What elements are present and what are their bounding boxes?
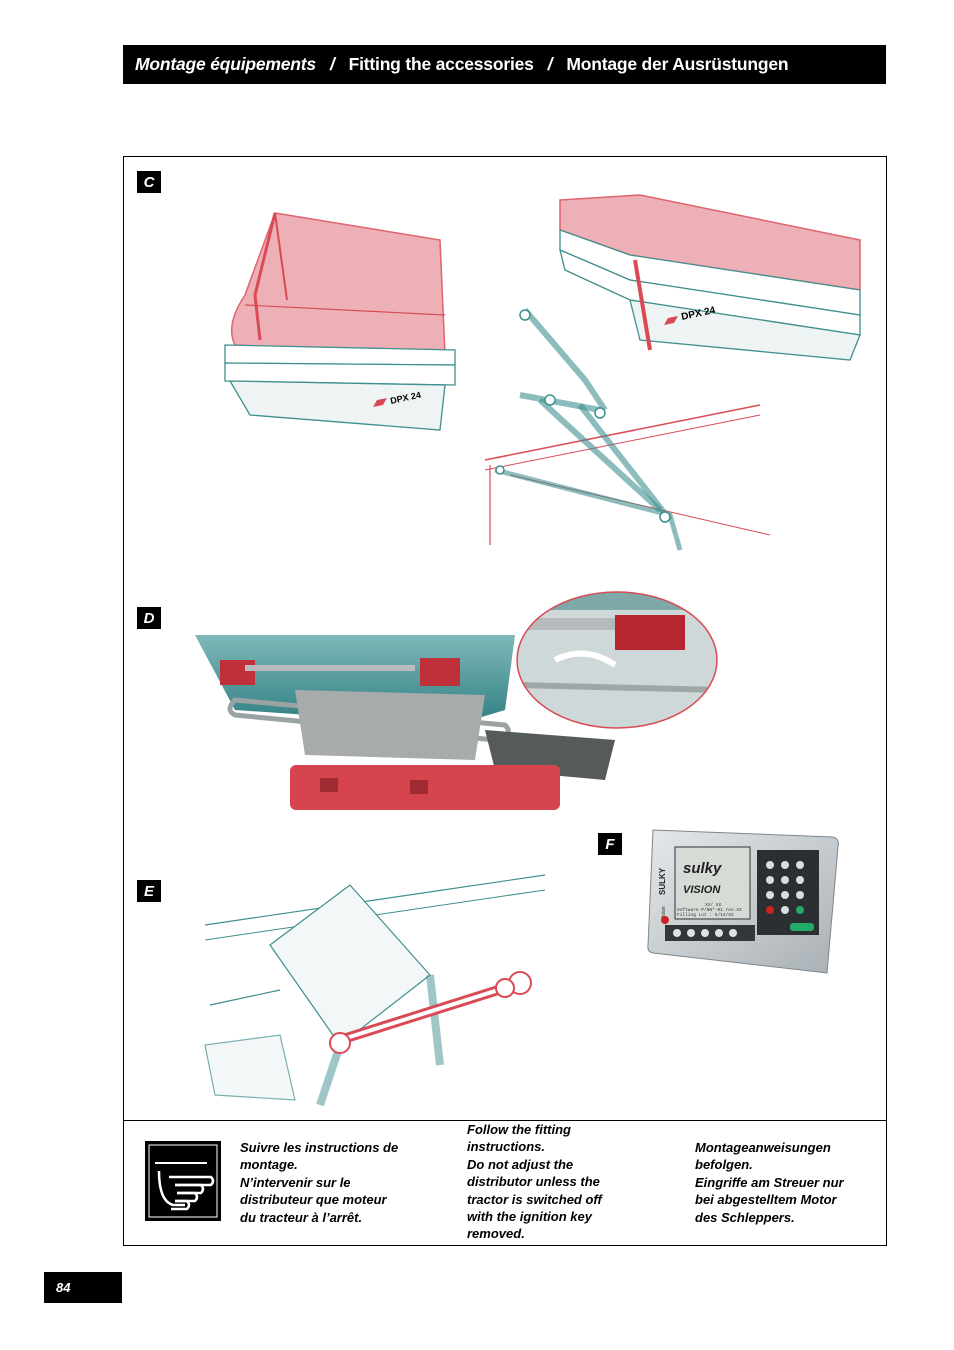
console-product: VISION [683, 884, 721, 896]
console-screen-line2: Software P/NN*-01 rev.XX [677, 907, 742, 913]
rear-light-detail-zoom [516, 591, 718, 729]
hopper-cover-illustration-right: DPX 24 [559, 194, 861, 361]
pointing-hand-warning-icon [145, 1141, 221, 1221]
note-en-line: Follow the fitting [467, 1122, 571, 1137]
console-screen-line3: Filling Lot : 5/14/XX [677, 912, 734, 918]
title-de: Montage der Ausrüstungen [566, 54, 789, 74]
note-fr: Suivre les instructions de montage. N’in… [240, 1139, 430, 1226]
note-fr-line: distributeur que moteur [240, 1192, 387, 1208]
vision-console-photo: sulky VISION XX/ XX Software P/NN*-01 re… [647, 829, 839, 974]
note-en-line: removed. [467, 1226, 525, 1242]
content-frame [123, 156, 887, 1246]
figure-label-c: C [137, 171, 161, 193]
title-fr: Montage équipements [135, 54, 316, 74]
note-de-line: bei abgestelltem Motor [695, 1192, 837, 1208]
figure-label-e: E [137, 880, 161, 902]
note-fr-line: du tracteur à l’arrêt. [240, 1209, 363, 1225]
note-fr-line: Suivre les instructions de [240, 1140, 399, 1155]
console-side-small: Vision [661, 906, 667, 920]
note-de-line: des Schleppers. [695, 1209, 795, 1225]
note-en: Follow the fitting instructions. Do not … [467, 1121, 657, 1243]
note-de: Montageanweisungen befolgen. Eingriffe a… [695, 1139, 885, 1226]
console-brand: sulky [683, 860, 722, 877]
note-de-line: befolgen. [695, 1157, 753, 1173]
console-side-text: SULKY [658, 867, 667, 895]
spreader-rear-lights-photo [195, 635, 615, 810]
note-en-line: tractor is switched off [467, 1191, 602, 1207]
page-number: 84 [44, 1272, 122, 1303]
note-en-line: with the ignition key [467, 1209, 592, 1225]
figure-label-f: F [598, 833, 622, 855]
title-en: Fitting the accessories [348, 54, 534, 74]
title-separator: / [329, 54, 335, 74]
hopper-cover-illustration-left: DPX 24 [224, 212, 456, 431]
note-en-line: instructions. [467, 1139, 546, 1155]
figure-label-d: D [137, 607, 161, 629]
note-en-line: distributor unless the [467, 1174, 600, 1190]
cover-arm-mechanism-illustration [484, 308, 770, 551]
note-de-line: Montageanweisungen [695, 1140, 831, 1155]
notes-divider [123, 1120, 887, 1121]
pto-shaft-illustration [204, 874, 546, 1107]
note-de-line: Eingriffe am Streuer nur [695, 1174, 844, 1190]
console-screen-line1: XX/ XX [705, 902, 722, 908]
title-separator: / [547, 54, 553, 74]
note-fr-line: montage. [240, 1157, 298, 1173]
note-fr-line: N’intervenir sur le [240, 1174, 351, 1190]
note-en-line: Do not adjust the [467, 1156, 574, 1172]
header-bar: Montage équipements / Fitting the access… [123, 45, 886, 84]
